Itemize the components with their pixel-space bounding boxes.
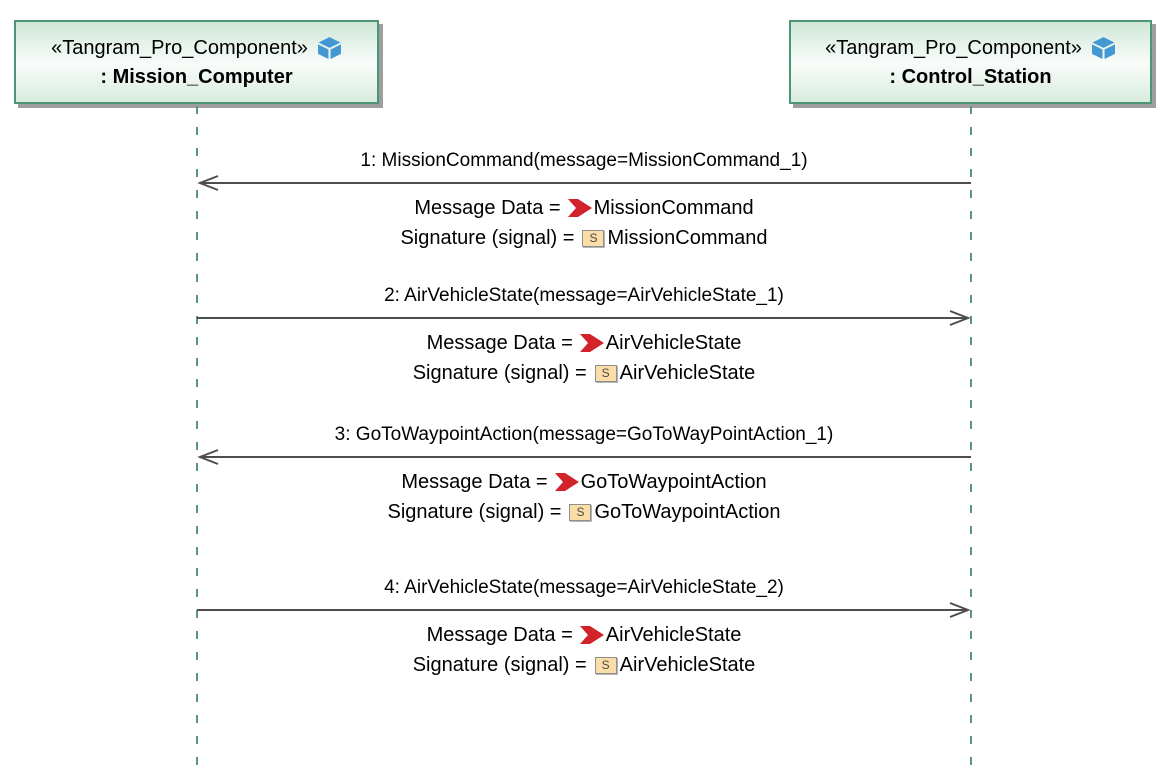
message-data-arrow-icon bbox=[579, 626, 604, 644]
message-data-label: Message Data = bbox=[426, 623, 573, 646]
message-data-row: Message Data = GoToWaypointAction bbox=[197, 467, 971, 497]
signature-value: AirVehicleState bbox=[619, 361, 756, 384]
signal-icon: S bbox=[569, 503, 592, 521]
signature-label: Signature (signal) = bbox=[400, 226, 575, 249]
signature-row: Signature (signal) = S GoToWaypointActio… bbox=[197, 497, 971, 527]
lifeline-control-station[interactable] bbox=[970, 106, 972, 772]
message-arrow-to-left-icon[interactable] bbox=[197, 447, 971, 467]
message-arrow-to-left-icon[interactable] bbox=[197, 173, 971, 193]
message-data-label: Message Data = bbox=[401, 470, 548, 493]
message-label[interactable]: 4: AirVehicleState(message=AirVehicleSta… bbox=[384, 577, 784, 598]
message-group-3: 3: GoToWaypointAction(message=GoToWayPoi… bbox=[197, 423, 971, 527]
signal-icon: S bbox=[594, 656, 617, 674]
message-data-label: Message Data = bbox=[426, 331, 573, 354]
message-arrow-to-right-icon[interactable] bbox=[197, 308, 971, 328]
signature-value: MissionCommand bbox=[607, 226, 768, 249]
message-data-arrow-icon bbox=[567, 199, 592, 217]
message-label[interactable]: 3: GoToWaypointAction(message=GoToWayPoi… bbox=[334, 424, 834, 445]
message-label[interactable]: 1: MissionCommand(message=MissionCommand… bbox=[360, 150, 808, 171]
message-group-4: 4: AirVehicleState(message=AirVehicleSta… bbox=[197, 576, 971, 680]
message-data-row: Message Data = MissionCommand bbox=[197, 193, 971, 223]
signal-icon: S bbox=[582, 229, 605, 247]
lifeline-name: : Control_Station bbox=[889, 65, 1052, 88]
signature-row: Signature (signal) = S AirVehicleState bbox=[197, 650, 971, 680]
signal-icon: S bbox=[594, 364, 617, 382]
lifeline-head-top-row: «Tangram_Pro_Component» bbox=[51, 36, 342, 60]
signature-value: AirVehicleState bbox=[619, 653, 756, 676]
signature-label: Signature (signal) = bbox=[387, 500, 562, 523]
signature-row: Signature (signal) = S AirVehicleState bbox=[197, 358, 971, 388]
message-data-arrow-icon bbox=[579, 334, 604, 352]
message-data-row: Message Data = AirVehicleState bbox=[197, 328, 971, 358]
component-cube-icon bbox=[1091, 36, 1115, 59]
component-cube-icon bbox=[317, 36, 341, 59]
lifeline-name: : Mission_Computer bbox=[100, 65, 293, 88]
message-data-label: Message Data = bbox=[414, 196, 561, 219]
lifeline-head-mission-computer[interactable]: «Tangram_Pro_Component» : Mission_Comput… bbox=[14, 20, 379, 104]
message-data-value: AirVehicleState bbox=[605, 331, 742, 354]
stereotype-label: «Tangram_Pro_Component» bbox=[825, 36, 1082, 59]
message-arrow-to-right-icon[interactable] bbox=[197, 600, 971, 620]
signature-label: Signature (signal) = bbox=[412, 361, 587, 384]
signature-label: Signature (signal) = bbox=[412, 653, 587, 676]
message-data-value: AirVehicleState bbox=[605, 623, 742, 646]
lifeline-mission-computer[interactable] bbox=[196, 106, 198, 772]
message-data-value: MissionCommand bbox=[593, 196, 754, 219]
signature-value: GoToWaypointAction bbox=[594, 500, 781, 523]
message-group-2: 2: AirVehicleState(message=AirVehicleSta… bbox=[197, 284, 971, 388]
message-group-1: 1: MissionCommand(message=MissionCommand… bbox=[197, 149, 971, 253]
message-data-row: Message Data = AirVehicleState bbox=[197, 620, 971, 650]
lifeline-head-control-station[interactable]: «Tangram_Pro_Component» : Control_Statio… bbox=[789, 20, 1152, 104]
signature-row: Signature (signal) = S MissionCommand bbox=[197, 223, 971, 253]
message-data-value: GoToWaypointAction bbox=[580, 470, 767, 493]
message-label[interactable]: 2: AirVehicleState(message=AirVehicleSta… bbox=[384, 285, 784, 306]
stereotype-label: «Tangram_Pro_Component» bbox=[51, 36, 308, 59]
lifeline-head-top-row: «Tangram_Pro_Component» bbox=[825, 36, 1116, 60]
message-data-arrow-icon bbox=[554, 473, 579, 491]
